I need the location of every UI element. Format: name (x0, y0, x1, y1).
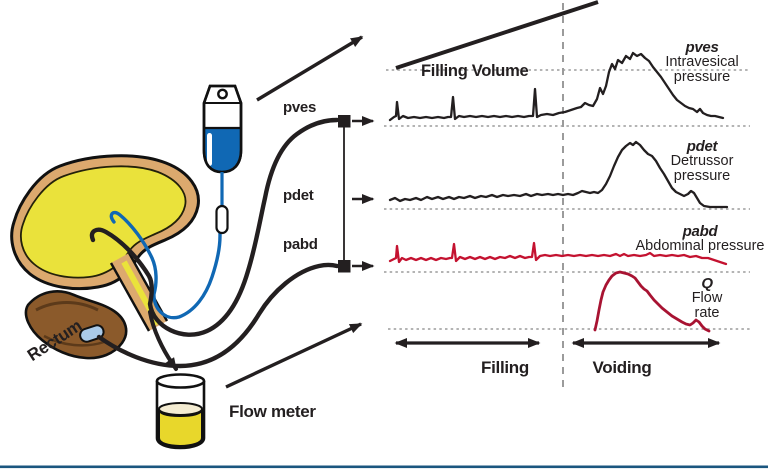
rectum-shape (24, 290, 128, 360)
beaker-outline (155, 381, 206, 450)
iv-bag-outline (202, 84, 243, 174)
filling-tube-blue (109, 210, 222, 320)
iv-bag (202, 84, 243, 235)
trace-term-pves: pves (685, 39, 719, 56)
pressure-traces (388, 51, 729, 333)
dotted-gridlines (384, 69, 750, 330)
iv-bag-fluid (205, 128, 240, 171)
filling-volume-label: Filling Volume (421, 62, 529, 80)
trace-label-pves: pves Intravesical pressure (646, 40, 758, 84)
urine-stream-arrow (148, 310, 178, 371)
trace-label-pabd: pabd Abdominal pressure (620, 224, 768, 254)
trace-desc-pdet-line1: Detrussor (670, 153, 734, 169)
trace-desc-pdet-line2: pressure (673, 167, 731, 184)
iv-bag-hanger-hole (217, 88, 228, 100)
bag-to-volume-arrow (256, 35, 364, 102)
pdet-trace (388, 140, 729, 209)
connector-square-bottom (338, 260, 351, 273)
rectal-catheter-line (96, 262, 340, 369)
trace-desc-pves-line1: Intravesical (665, 54, 739, 70)
pves-catheter-line (89, 117, 340, 337)
rectum-body (24, 290, 128, 360)
trace-desc-pabd-line1: Abdominal pressure (635, 238, 765, 254)
pves-trace (388, 51, 725, 122)
beaker-fluid-surface (158, 402, 203, 416)
catheter-label-pdet: pdet (283, 187, 314, 204)
trace-desc-q-line1: Flow (691, 290, 723, 306)
trace-label-q: Q Flow rate (652, 276, 762, 320)
catheter-label-pabd: pabd (283, 236, 318, 253)
trace-label-pdet: pdet Detrussor pressure (646, 139, 758, 183)
flow-meter-label: Flow meter (229, 402, 316, 421)
bottom-rule (0, 465, 768, 469)
trace-desc-q-line2: rate (694, 304, 720, 321)
voiding-phase-label: Voiding (592, 358, 652, 377)
catheter-label-pves: pves (283, 99, 316, 116)
pabd-trace (388, 241, 728, 266)
iv-bag-highlight (207, 133, 212, 166)
filling-volume-line (395, 0, 599, 70)
trace-term-q: Q (701, 275, 713, 292)
drip-chamber (215, 204, 229, 235)
transducer-connectors (338, 115, 375, 273)
filling-phase-label: Filling (481, 358, 529, 377)
trace-term-pabd: pabd (682, 223, 718, 240)
rectum-fold-lower (43, 334, 105, 347)
beaker-rim (155, 373, 206, 389)
q-flow-trace (593, 270, 711, 333)
flowmeter-to-flow-arrow (225, 322, 363, 389)
urethra-edge-left (109, 262, 151, 332)
trace-term-pdet: pdet (686, 138, 718, 155)
flow-meter-beaker (155, 373, 206, 450)
rectum-fold-upper (35, 301, 99, 312)
trace-desc-pves-line2: pressure (673, 68, 731, 85)
beaker-fluid (158, 408, 203, 448)
connector-square-top (338, 115, 351, 128)
